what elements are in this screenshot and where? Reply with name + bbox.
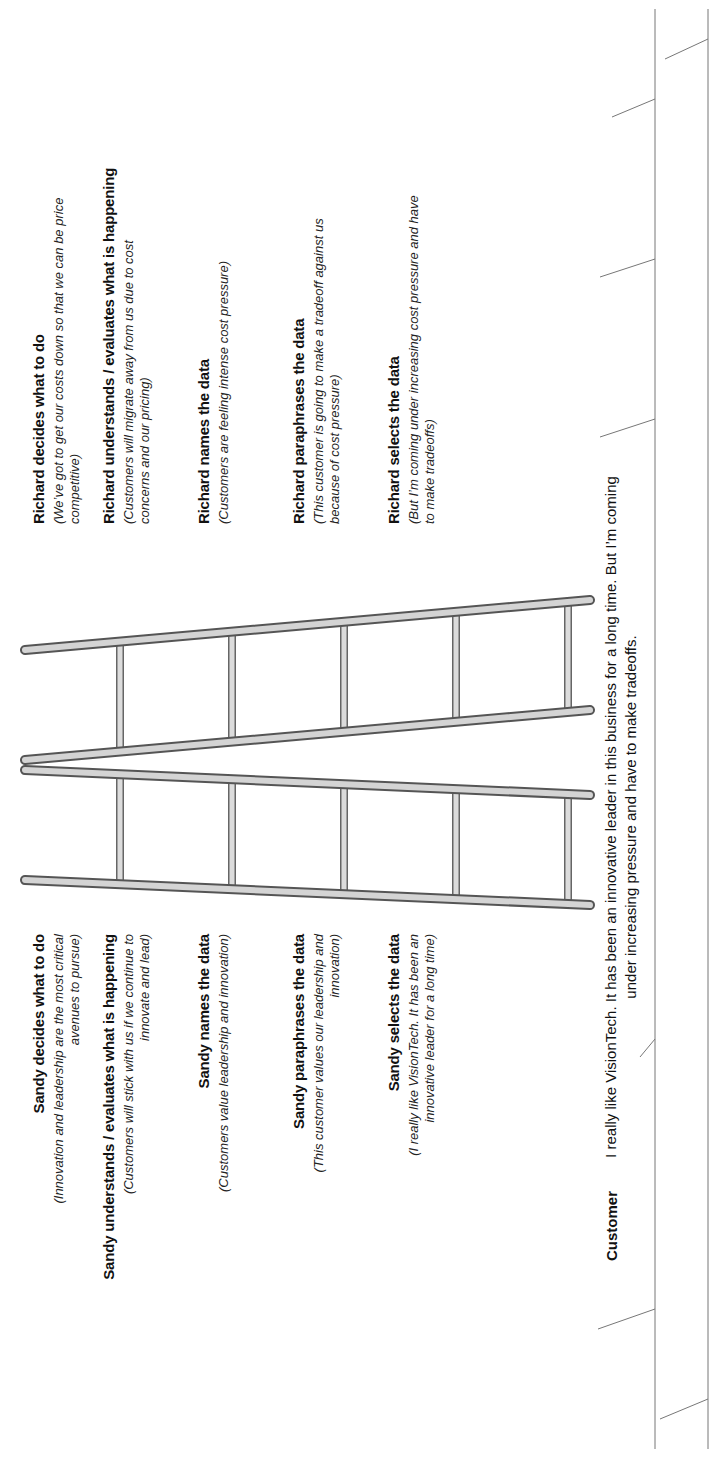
- step-note: (This customer is going to make a tradeo…: [311, 194, 344, 524]
- speaker-label: Customer: [603, 1191, 622, 1309]
- step-note: (Customers will migrate away from us due…: [121, 194, 154, 524]
- customer-quote: I really like VisionTech. It has been an…: [601, 457, 640, 1177]
- step-note: (I really like VisionTech. It has been a…: [406, 934, 439, 1214]
- step-heading: Richard selects the data: [385, 24, 404, 524]
- step-heading: Sandy selects the data: [385, 934, 404, 1354]
- ground: [598, 9, 708, 1449]
- step-heading: Richard names the data: [195, 24, 214, 524]
- step-note: (But I’m coming under increasing cost pr…: [406, 194, 439, 524]
- richard-ladder: [25, 600, 590, 760]
- step-heading: Richard understands / evaluates what is …: [100, 24, 119, 524]
- step-heading: Sandy understands / evaluates what is ha…: [100, 934, 119, 1354]
- step-note: (Customers are feeling intense cost pres…: [216, 194, 232, 524]
- step-note: (We’ve got to get our costs down so that…: [51, 194, 84, 524]
- step-note: (Innovation and leadership are the most …: [51, 934, 84, 1214]
- sandy-ladder: [25, 770, 590, 905]
- step-heading: Richard paraphrases the data: [290, 24, 309, 524]
- step-note: (Customers value leadership and innovati…: [216, 934, 232, 1214]
- step-note: (Customers will stick with us if we cont…: [121, 934, 154, 1214]
- step-heading: Richard decides what to do: [30, 24, 49, 524]
- step-heading: Sandy names the data: [195, 934, 214, 1354]
- step-heading: Sandy decides what to do: [30, 934, 49, 1354]
- step-heading: Sandy paraphrases the data: [290, 934, 309, 1354]
- step-note: (This customer values our leadership and…: [311, 934, 344, 1214]
